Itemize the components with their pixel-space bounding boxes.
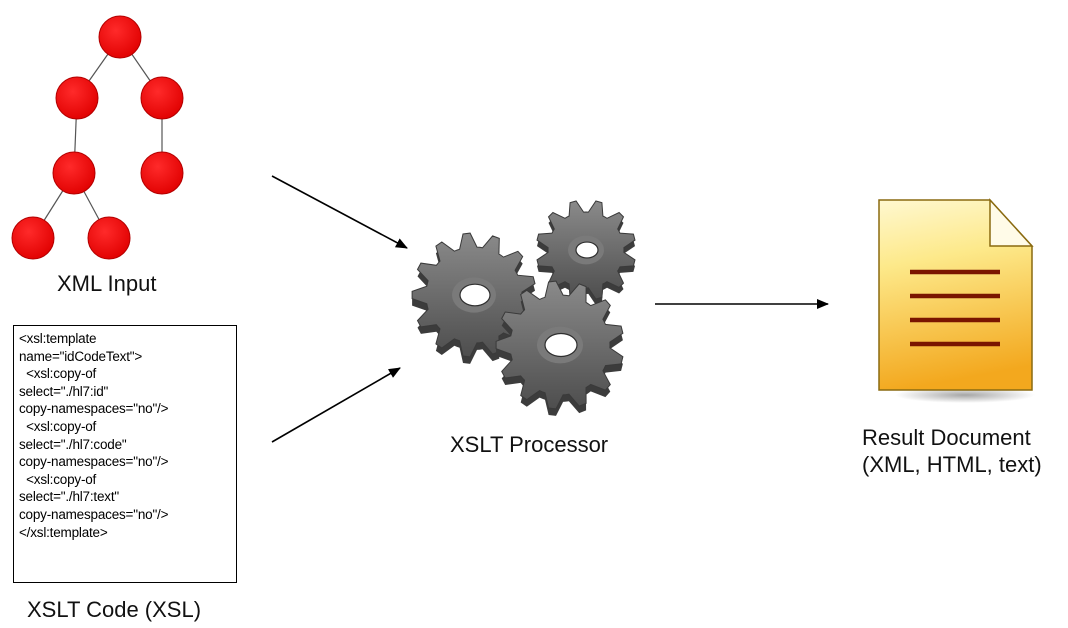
arrow-xml-to-processor <box>271 175 408 249</box>
xml-tree-icon <box>11 15 184 260</box>
code-line: select="./hl7:text" <box>19 489 119 505</box>
gears-icon <box>411 200 636 416</box>
code-line: copy-namespaces="no"/> <box>19 454 169 470</box>
tree-node <box>140 76 184 120</box>
xml-input-label: XML Input <box>57 271 157 296</box>
tree-node <box>87 216 131 260</box>
xslt-processor-label: XSLT Processor <box>450 432 609 457</box>
code-line: copy-namespaces="no"/> <box>19 401 169 417</box>
code-line: <xsl:template <box>19 331 97 346</box>
gear-hole <box>459 283 491 307</box>
tree-node <box>140 151 184 195</box>
xsl-code-box: <xsl:template name="idCodeText"> <xsl:co… <box>13 325 237 583</box>
code-line: select="./hl7:code" <box>19 436 127 452</box>
gear-hole <box>575 241 599 259</box>
tree-node <box>11 216 55 260</box>
tree-node <box>98 15 142 59</box>
code-line: name="idCodeText"> <box>19 348 143 364</box>
document-lines <box>910 269 1000 347</box>
gear-hole <box>544 332 578 358</box>
code-line: copy-namespaces="no"/> <box>19 506 169 522</box>
code-line: select="./hl7:id" <box>19 383 109 399</box>
result-document-label-line1: Result Document <box>862 425 1031 450</box>
gear-large <box>495 280 624 416</box>
xslt-code-label: XSLT Code (XSL) <box>27 597 202 622</box>
code-line: </xsl:template> <box>19 524 108 540</box>
result-document-label-line2: (XML, HTML, text) <box>862 452 1042 477</box>
code-line: <xsl:copy-of <box>19 418 97 434</box>
code-line: <xsl:copy-of <box>19 366 97 382</box>
tree-node <box>55 76 99 120</box>
arrow-xsl-to-processor <box>271 367 401 443</box>
tree-node <box>52 151 96 195</box>
document-icon <box>878 198 1035 403</box>
code-line: <xsl:copy-of <box>19 471 97 487</box>
gear-small <box>536 200 636 305</box>
